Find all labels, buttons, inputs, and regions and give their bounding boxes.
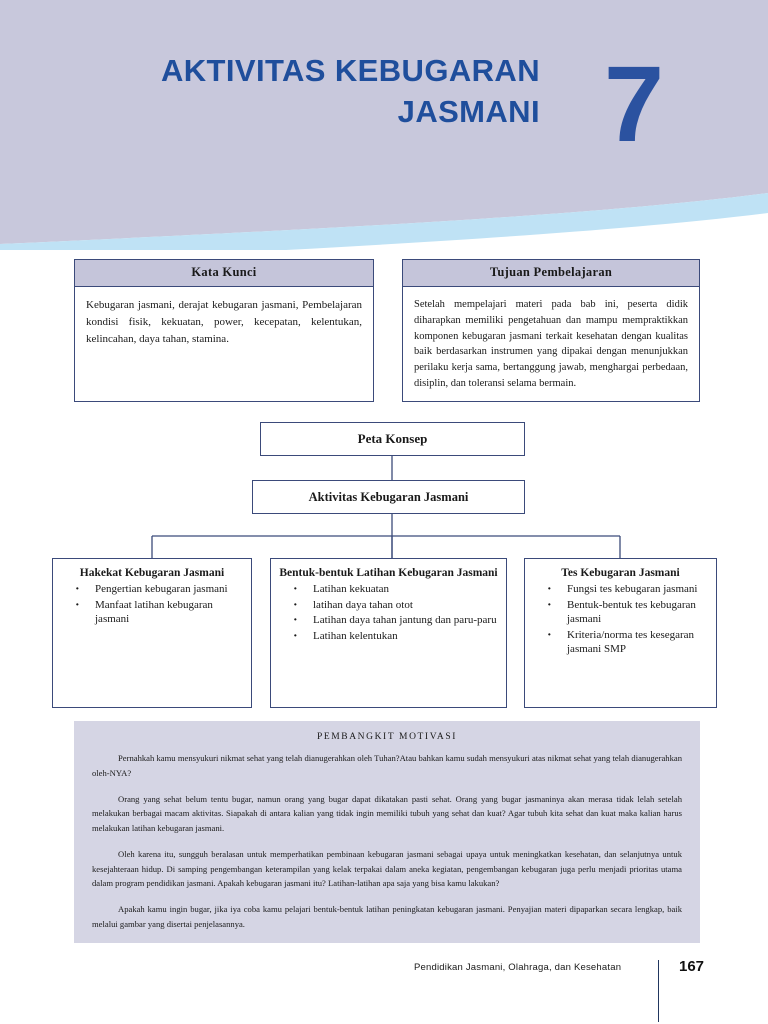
footer-divider (658, 960, 660, 1022)
concept-map-branch-bentuk-latihan: Bentuk-bentuk Latihan Kebugaran Jasmani … (270, 558, 507, 708)
branch-title: Tes Kebugaran Jasmani (561, 567, 680, 579)
list-item: Manfaat latihan kebugaran jasmani (75, 597, 243, 627)
concept-map-branch-tes: Tes Kebugaran Jasmani Fungsi tes kebugar… (524, 558, 717, 708)
branch-item-list: Latihan kekuatan latihan daya tahan otot… (277, 581, 500, 646)
kata-kunci-heading: Kata Kunci (75, 260, 373, 287)
chapter-number: 7 (604, 43, 665, 164)
motivation-paragraph: Apakah kamu ingin bugar, jika iya coba k… (92, 904, 682, 930)
pembangkit-motivasi-heading: PEMBANGKIT MOTIVASI (316, 732, 458, 742)
kata-kunci-body: Kebugaran jasmani, derajat kebugaran jas… (86, 299, 362, 346)
list-item: Fungsi tes kebugaran jasmani (547, 581, 708, 599)
motivation-paragraph: Pernahkah kamu mensyukuri nikmat sehat y… (92, 753, 682, 778)
pembangkit-motivasi-box: PEMBANGKIT MOTIVASI Pernahkah kamu mensy… (74, 721, 700, 943)
tujuan-pembelajaran-body: Setelah mempelajari materi pada bab ini,… (414, 299, 688, 389)
concept-map-level1-node: Aktivitas Kebugaran Jasmani (252, 480, 525, 514)
concept-map-branch-hakekat: Hakekat Kebugaran Jasmani Pengertian keb… (52, 558, 252, 708)
chapter-banner: AKTIVITAS KEBUGARAN JASMANI 7 (0, 0, 768, 250)
list-item: Latihan daya tahan jantung dan paru-paru (293, 612, 498, 630)
motivation-paragraph: Orang yang sehat belum tentu bugar, namu… (92, 793, 682, 834)
concept-map: Peta Konsep Aktivitas Kebugaran Jasmani … (0, 420, 768, 715)
motivation-paragraph: Oleh karena itu, sungguh beralasan untuk… (92, 848, 682, 889)
page-title: AKTIVITAS KEBUGARAN JASMANI (120, 51, 540, 133)
page-title-line-2: JASMANI (397, 94, 540, 129)
page-footer: Pendidikan Jasmani, Olahraga, dan Keseha… (0, 958, 768, 1024)
concept-map-root-label: Peta Konsep (357, 431, 428, 446)
list-item: Latihan kekuatan (293, 581, 498, 599)
branch-item-list: Fungsi tes kebugaran jasmani Bentuk-bent… (531, 581, 710, 657)
branch-item-list: Pengertian kebugaran jasmani Manfaat lat… (59, 581, 245, 627)
page-number: 167 (679, 958, 705, 975)
branch-title: Bentuk-bentuk Latihan Kebugaran Jasmani (279, 567, 498, 579)
tujuan-pembelajaran-heading: Tujuan Pembelajaran (403, 260, 699, 287)
page-title-line-1: AKTIVITAS KEBUGARAN (160, 53, 540, 89)
kata-kunci-box: Kata Kunci Kebugaran jasmani, derajat ke… (74, 259, 374, 402)
list-item: latihan daya tahan otot (293, 597, 498, 615)
list-item: Latihan kelentukan (293, 628, 498, 646)
concept-map-connectors (151, 456, 621, 558)
info-boxes-row: Kata Kunci Kebugaran jasmani, derajat ke… (0, 259, 768, 409)
concept-map-level1-label: Aktivitas Kebugaran Jasmani (308, 489, 469, 504)
list-item: Kriteria/norma tes kesegaran jasmani SMP (547, 627, 708, 657)
branch-title: Hakekat Kebugaran Jasmani (79, 567, 225, 579)
footer-book-title: Pendidikan Jasmani, Olahraga, dan Keseha… (414, 962, 622, 973)
tujuan-pembelajaran-box: Tujuan Pembelajaran Setelah mempelajari … (402, 259, 700, 402)
banner-wave-graphic (0, 0, 768, 250)
list-item: Bentuk-bentuk tes kebugaran jasmani (547, 597, 708, 627)
list-item: Pengertian kebugaran jasmani (75, 581, 243, 599)
concept-map-root-node: Peta Konsep (260, 422, 525, 456)
